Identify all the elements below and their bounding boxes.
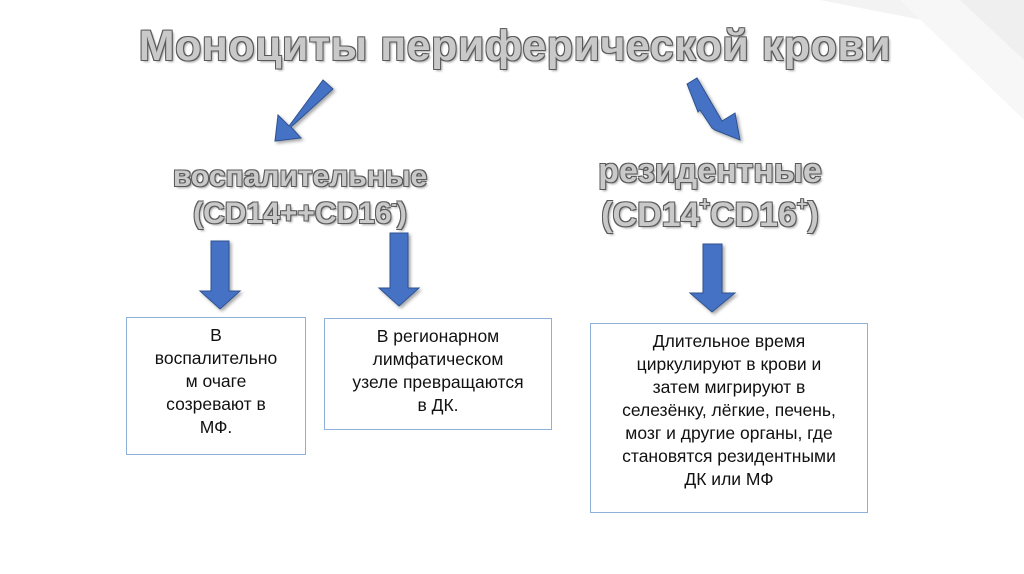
box-line: селезёнку, лёгкие, печень,	[622, 400, 836, 420]
box-line: мозг и другие органы, где	[625, 423, 833, 443]
box-line: В	[210, 325, 222, 345]
arrow-down-resident-fate	[688, 243, 737, 313]
category-resident-name: резидентные	[598, 152, 822, 190]
box-line: созревают в	[166, 394, 266, 414]
box-line: узеле превращаются	[352, 372, 524, 392]
marker-text: (CD14	[601, 196, 700, 234]
box-line: м очаге	[185, 371, 247, 391]
box-line: Длительное время	[652, 331, 806, 351]
arrow-to-resident	[686, 77, 741, 141]
box-line: лимфатическом	[372, 349, 504, 369]
marker-superscript-2: +	[796, 194, 808, 214]
marker-close: )	[807, 196, 819, 234]
box-lymph-node: В регионарном лимфатическом узеле превра…	[324, 318, 552, 430]
box-line: ДК или МФ	[684, 469, 774, 489]
box-line: воспалительно	[154, 348, 278, 368]
box-line: циркулируют в крови и	[636, 354, 822, 374]
box-line: В регионарном	[376, 326, 500, 346]
arrow-to-inflammatory	[274, 79, 334, 142]
category-inflammatory-name: воспалительные	[172, 160, 428, 193]
page-title: Моноциты периферической крови	[138, 22, 892, 70]
category-resident-marker: (CD14+CD16+)	[580, 194, 840, 235]
box-inflammatory-site: В воспалительно м очаге созревают в МФ.	[126, 317, 306, 455]
box-resident-fate: Длительное время циркулируют в крови и з…	[590, 323, 868, 513]
marker-superscript: -	[391, 196, 397, 213]
box-line: в ДК.	[417, 395, 459, 415]
category-inflammatory-marker: (CD14++CD16-)	[150, 196, 450, 231]
marker-superscript: +	[699, 194, 710, 214]
arrow-down-lymph-node	[377, 232, 421, 307]
marker-text: (CD14++CD16	[193, 197, 392, 230]
box-line: затем мигрируют в	[652, 377, 806, 397]
box-line: МФ.	[199, 417, 233, 437]
box-line: становятся резидентными	[622, 446, 836, 466]
arrow-down-inflammatory-site	[198, 240, 242, 310]
marker-close: )	[396, 197, 407, 230]
marker-text-2: CD16	[709, 196, 797, 234]
